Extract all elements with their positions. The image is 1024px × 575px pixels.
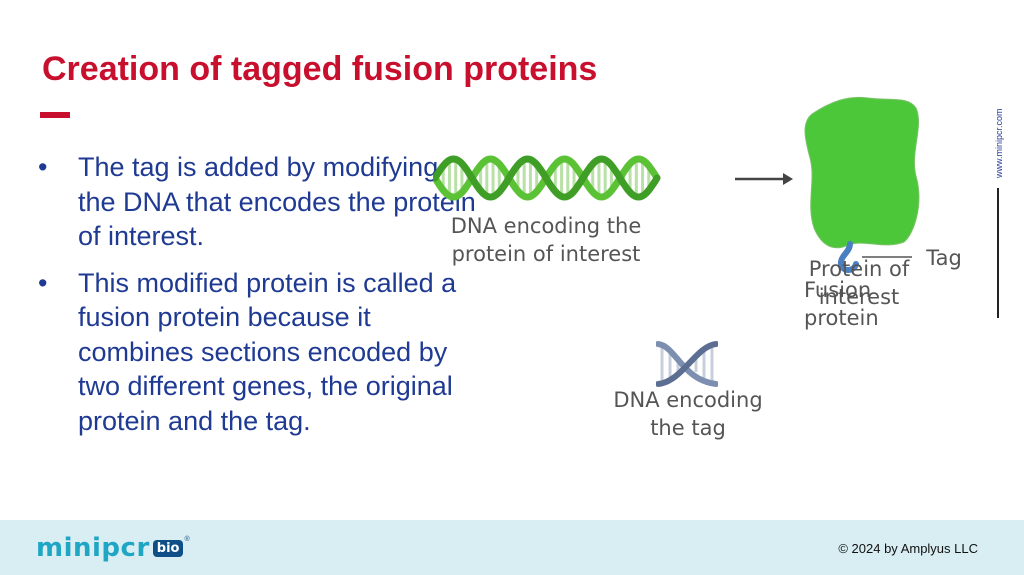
fusion-protein-shape xyxy=(804,96,920,273)
fusion-label: Fusion protein xyxy=(804,278,879,330)
dna-protein-label: DNA encoding the protein of interest xyxy=(450,214,642,266)
side-url: www.minipcr.com xyxy=(994,108,1004,179)
bullet-item: • This modified protein is called a fusio… xyxy=(38,266,478,439)
logo-text: minipcr xyxy=(36,533,150,563)
side-url-text: www.minipcr.com xyxy=(994,108,1004,179)
dna-protein-helix xyxy=(433,155,661,201)
footer: minipcr bio ® © 2024 by Amplyus LLC xyxy=(0,520,1024,575)
title-underline xyxy=(40,112,70,118)
protein-blob xyxy=(804,96,920,249)
tag-label: Tag xyxy=(926,246,962,270)
dna-tag-helix xyxy=(656,341,718,387)
bullet-list: • The tag is added by modifying the DNA t… xyxy=(38,150,478,450)
bullet-item: • The tag is added by modifying the DNA t… xyxy=(38,150,478,254)
logo-badge: bio xyxy=(152,539,184,557)
protein-label: Protein of interest xyxy=(808,257,910,309)
dna-tag-label: DNA encoding the tag xyxy=(613,388,763,440)
copyright-text: © 2024 by Amplyus LLC xyxy=(838,541,978,556)
logo-registered-mark: ® xyxy=(184,536,190,543)
arrow-icon xyxy=(735,173,793,185)
bullet-text: The tag is added by modifying the DNA th… xyxy=(78,152,476,251)
bullet-dot: • xyxy=(38,152,48,182)
minipcr-logo[interactable]: minipcr bio ® xyxy=(36,532,190,564)
bullet-dot: • xyxy=(38,267,48,298)
tag-hook xyxy=(837,241,859,273)
slide-title: Creation of tagged fusion proteins xyxy=(42,50,598,88)
side-divider xyxy=(997,188,999,318)
bullet-text: This modified protein is called a fusion… xyxy=(78,267,457,436)
